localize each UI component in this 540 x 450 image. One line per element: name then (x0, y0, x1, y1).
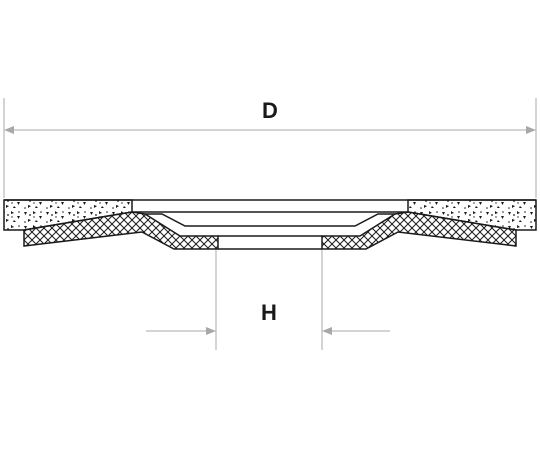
backing-plate-left (23, 211, 219, 250)
backing-plate-right (321, 211, 517, 250)
disc-inner-contour-upper (145, 213, 395, 227)
h-label: H (261, 300, 277, 325)
flap-disc-body (3, 199, 537, 250)
bore-diameter-dimension: H (146, 250, 390, 350)
outer-diameter-dimension: D (3, 98, 537, 198)
d-label: D (262, 98, 278, 123)
